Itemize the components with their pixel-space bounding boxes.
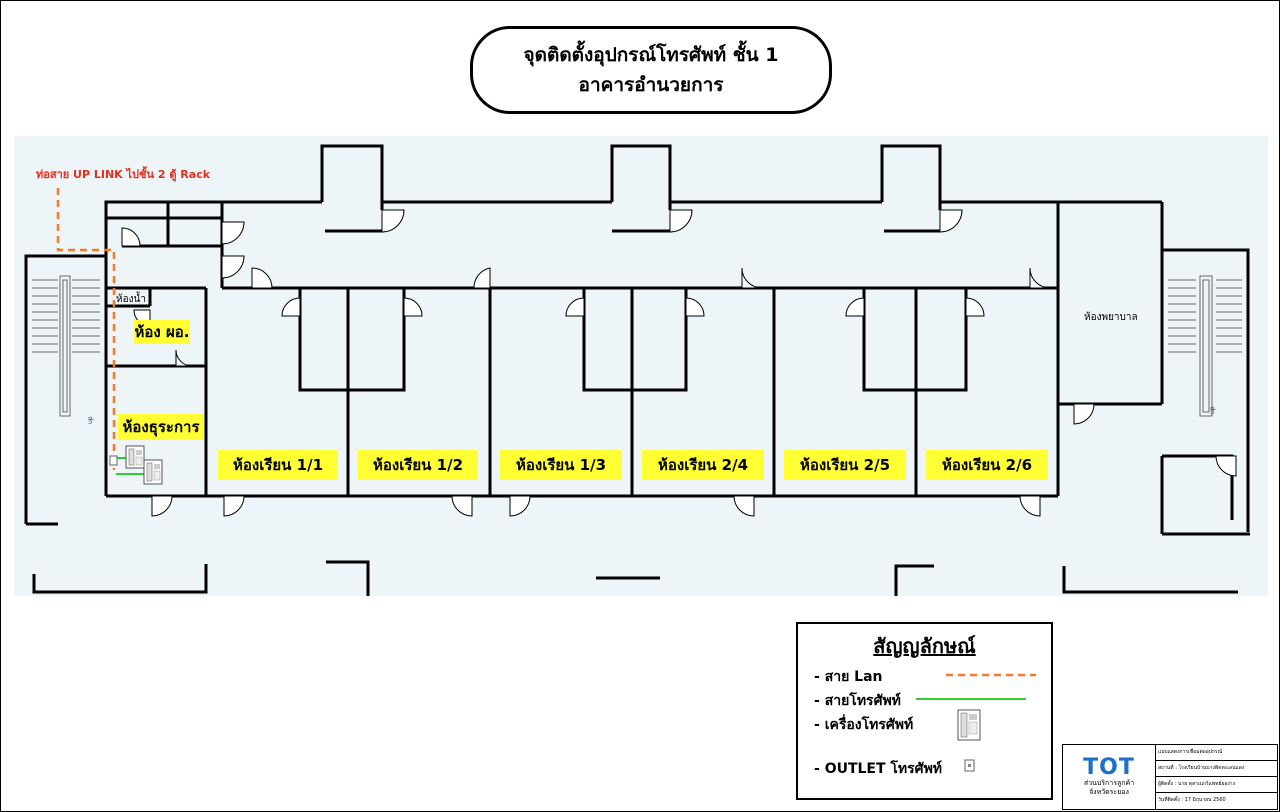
title-block-row-2: สถานที่ : โรงเรียนบ้านบางติดทะเลนแดง	[1155, 761, 1277, 777]
room-label-toilet: ห้องน้ำ	[116, 294, 146, 305]
legend-phone-line-label: สายโทรศัพท์	[824, 693, 901, 709]
room-label-class-1-3: ห้องเรียน 1/3	[500, 450, 622, 480]
right-staircase	[1168, 275, 1242, 417]
room-label-class-2-4: ห้องเรียน 2/4	[642, 450, 764, 480]
drawing-title: จุดติดตั้งอุปกรณ์โทรศัพท์ ชั้น 1	[523, 44, 779, 66]
legend-phone-line: - สายโทรศัพท์	[814, 693, 901, 709]
room-label-class-2-6: ห้องเรียน 2/6	[926, 450, 1048, 480]
phone-outlet-icon	[109, 455, 118, 466]
legend-outlet: - OUTLET โทรศัพท์	[814, 761, 943, 777]
telephone-icon	[957, 709, 981, 741]
room-label-director: ห้อง ผอ.	[134, 320, 190, 344]
legend-phone-label: เครื่องโทรศัพท์	[824, 717, 914, 733]
uplink-note: ท่อสาย UP LINK ไปชั้น 2 ตู้ Rack	[36, 168, 211, 181]
room-label-class-1-1: ห้องเรียน 1/1	[218, 450, 338, 480]
title-block-row-1: แบบแสดงการเชื่อมต่ออุปกรณ์	[1155, 745, 1277, 761]
tot-sub2: จังหวัดระยอง	[1089, 788, 1129, 796]
stair-up-mark: up	[87, 416, 94, 424]
room-label-class-1-2: ห้องเรียน 1/2	[358, 450, 478, 480]
legend-phone-line-swatch	[916, 698, 1026, 700]
legend-lan: - สาย Lan	[814, 669, 883, 685]
tot-sub1: ส่วนบริการลูกค้า	[1083, 779, 1135, 787]
walls	[24, 144, 1250, 596]
room-label-class-2-5: ห้องเรียน 2/5	[784, 450, 906, 480]
drawing-title-box: จุดติดตั้งอุปกรณ์โทรศัพท์ ชั้น 1 อาคารอำ…	[470, 26, 832, 114]
legend-title: สัญญลักษณ์	[873, 634, 976, 658]
telephone-icon	[125, 445, 145, 469]
legend-phone: - เครื่องโทรศัพท์	[814, 717, 914, 733]
phone-outlet-icon	[964, 759, 975, 772]
building-name: อาคารอำนวยการ	[578, 74, 724, 96]
legend-outlet-label: OUTLET โทรศัพท์	[824, 761, 943, 777]
telephone-icon-2	[143, 459, 163, 485]
room-label-admin: ห้องธุระการ	[118, 414, 204, 440]
room-label-nurse: ห้องพยาบาล	[1084, 312, 1138, 323]
title-block-row-4: วันที่ติดตั้ง : 17 มิถุนายน 2560	[1158, 797, 1226, 803]
lan-cable-route	[56, 188, 116, 470]
left-staircase	[32, 275, 100, 417]
tot-logo-cell: TOT ส่วนบริการลูกค้า จังหวัดระยอง	[1063, 745, 1156, 809]
stair-up-mark-right: up	[1209, 406, 1216, 414]
legend-lan-swatch	[946, 673, 1036, 677]
tot-logo: TOT	[1083, 755, 1135, 780]
legend-box: สัญญลักษณ์ - สาย Lan - สายโทรศัพท์ - เคร…	[796, 622, 1053, 800]
title-block-row-3: ผู้ติดตั้ง : นาย ดุสาเนกร์แพทย์ยอง่าง	[1155, 777, 1277, 793]
title-block: TOT ส่วนบริการลูกค้า จังหวัดระยอง แบบแสด…	[1062, 744, 1278, 810]
door-swings	[121, 209, 1237, 517]
legend-lan-label: สาย Lan	[824, 669, 883, 685]
